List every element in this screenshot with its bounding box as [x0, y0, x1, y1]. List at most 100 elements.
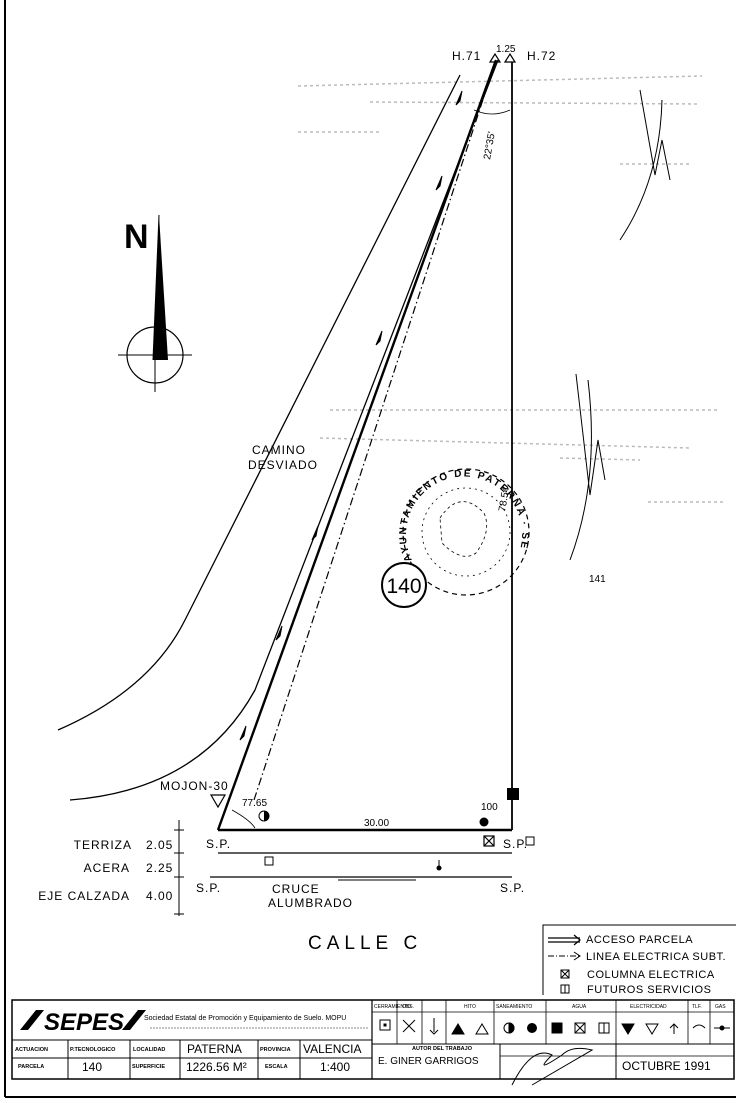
street-name: CALLE C: [308, 933, 422, 954]
legend-item-electric-line: LINEA ELECTRICA SUBT.: [586, 951, 726, 963]
superficie-value: 1226.56 M²: [186, 1060, 247, 1074]
autor-label: AUTOR DEL TRABAJO: [412, 1046, 473, 1052]
lighting-square-icon: [264, 856, 274, 866]
sp-label-calzada-left: S.P.: [196, 881, 221, 895]
parcel-number: 140: [386, 575, 421, 598]
legend: ACCESO PARCELA LINEA ELECTRICA SUBT. COL…: [542, 924, 736, 996]
service-symbols: [379, 1018, 730, 1035]
acera-label: ACERA: [84, 861, 130, 875]
eje-calzada-value: 4.00: [146, 889, 173, 903]
neighbour-parcel-number: 141: [589, 574, 606, 585]
eje-calzada-label: EJE CALZADA: [38, 889, 130, 903]
camino-desviado-edge-right: [69, 59, 499, 801]
parcela-label: PARCELA: [18, 1064, 44, 1070]
electric-column-legend-icon: [560, 969, 570, 979]
hito-filled-icon: [451, 1023, 465, 1035]
electric-line-legend-icon: [548, 951, 581, 961]
neighbour-parcel-sketch-mid: [569, 373, 606, 561]
parcel-number-circle: [381, 562, 427, 608]
half-circle-symbol-icon: [258, 810, 270, 822]
sp-label-calzada-right: S.P.: [500, 881, 525, 895]
elec-arrow-icon: [669, 1023, 679, 1034]
service-header-cerramiento: CERRAMIENTO: [374, 1004, 411, 1010]
faded-text-marks: [297, 75, 726, 503]
service-header-hito: HITO: [464, 1004, 476, 1010]
autor-value: E. GINER GARRIGOS: [378, 1056, 479, 1067]
provincia-label: PROVINCIA: [260, 1047, 291, 1053]
h72-marker-icon: [503, 52, 517, 63]
sepes-logo: [20, 1010, 146, 1030]
title-block: [11, 999, 735, 1080]
municipal-stamp: AYUNTAMIENTO DE PATERNA · SECRETARIA: [0, 0, 530, 596]
obs-x-icon: [402, 1019, 416, 1033]
sp-label-terriza-right: S.P.: [503, 837, 528, 851]
arrow-down-icon: [429, 1018, 439, 1035]
north-arrow-icon: [118, 214, 192, 392]
service-header-agua: AGUA: [572, 1004, 587, 1010]
organization-name: Sociedad Estatal de Promoción y Equipami…: [144, 1015, 346, 1022]
agua-cross-icon: [574, 1022, 586, 1034]
fecha-value: OCTUBRE 1991: [622, 1059, 711, 1073]
sp-label-terriza-left: S.P.: [206, 837, 231, 851]
top-angle-value: 22°35': [482, 131, 498, 161]
tecnologico-label: P.TECNOLOGICO: [70, 1047, 116, 1053]
provincia-value: VALENCIA: [303, 1042, 361, 1056]
lamp-post-icon: [436, 860, 442, 871]
localidad-value: PATERNA: [187, 1042, 242, 1056]
bottom-right-angle-value: 100: [481, 802, 498, 813]
bottom-left-angle-value: 77.65: [242, 798, 267, 809]
hito-outline-icon: [475, 1023, 489, 1035]
cerramiento-icon: [379, 1019, 391, 1031]
stamp-text: AYUNTAMIENTO DE PATERNA · SECRETARIA: [0, 0, 528, 563]
future-services-marker-icon: [525, 836, 535, 846]
profile-ticks: [174, 829, 184, 915]
access-arrow-marks: [239, 90, 463, 741]
road-label-line1: CAMINO: [252, 443, 306, 457]
service-header-gas: GAS: [715, 1004, 726, 1010]
parcela-value: 140: [82, 1060, 102, 1074]
legend-item-access: ACCESO PARCELA: [586, 934, 693, 946]
saneamiento-dot-icon: [527, 1023, 537, 1033]
parcel-west-boundary: [216, 59, 498, 831]
terriza-value: 2.05: [146, 838, 173, 852]
lighting-label-line2: ALUMBRADO: [268, 896, 353, 910]
localidad-label: LOCALIDAD: [133, 1047, 165, 1053]
service-header-electricidad: ELECTRICIDAD: [630, 1004, 667, 1010]
legend-item-electric-column: COLUMNA ELECTRICA: [587, 969, 715, 981]
lighting-label-line1: CRUCE: [272, 882, 320, 896]
vertex-h71-label: H.71: [452, 49, 481, 63]
filled-dot-marker-icon: [479, 817, 489, 827]
elec-filled-icon: [621, 1023, 635, 1035]
service-header-saneamiento: SANEAMIENTO: [496, 1004, 532, 1010]
future-services-legend-icon: [560, 984, 570, 994]
superficie-label: SUPERFICIE: [132, 1064, 165, 1070]
escala-label: ESCALA: [265, 1064, 288, 1070]
road-label-line2: DESVIADO: [248, 458, 318, 472]
vertex-h72-label: H.72: [527, 49, 556, 63]
top-angle-arc: [473, 109, 511, 115]
bottom-left-angle-arc: [231, 809, 256, 829]
terriza-label: TERRIZA: [74, 838, 132, 852]
electric-line-subt: [253, 74, 492, 801]
mojon-label: MOJON-30: [160, 779, 229, 793]
access-parcela-marker-icon: [507, 788, 519, 800]
agua-filled-icon: [551, 1022, 563, 1034]
neighbour-parcel-sketch-top: [619, 89, 671, 241]
north-label: N: [124, 218, 149, 256]
h71-marker-icon: [488, 52, 502, 63]
signature: [511, 1047, 594, 1086]
elec-outline-icon: [645, 1023, 659, 1035]
svg-text:AYUNTAMIENTO DE PATERNA · SECR: AYUNTAMIENTO DE PATERNA · SECRETARIA: [0, 0, 530, 563]
legend-item-future-services: FUTUROS SERVICIOS: [587, 984, 711, 996]
service-header-tlf: TLF.: [692, 1004, 702, 1010]
south-side-distance: 30.00: [364, 818, 389, 829]
h71-h72-distance: 1.25: [496, 44, 516, 55]
camino-desviado-edge-left: [57, 74, 461, 731]
logo-text: SEPES: [44, 1009, 124, 1036]
tlf-icon: [692, 1024, 706, 1029]
access-parcela-legend-icon: [548, 934, 581, 946]
actuacion-label: ACTUACION: [15, 1047, 48, 1053]
service-header-obs: OBS.: [402, 1004, 414, 1010]
escala-value: 1:400: [320, 1060, 350, 1074]
